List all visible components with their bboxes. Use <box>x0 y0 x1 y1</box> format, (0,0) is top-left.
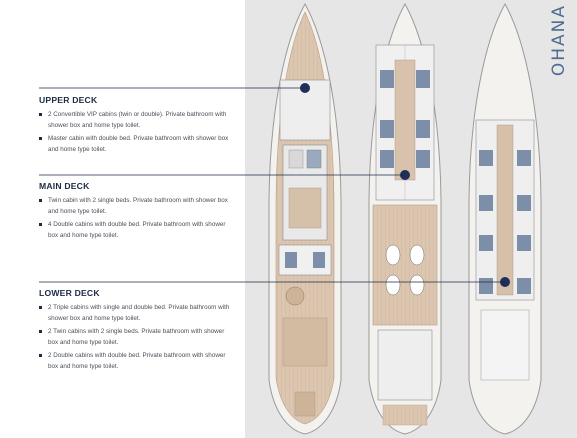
lower-deck-plan <box>468 2 542 435</box>
lower-deck-item: 2 Twin cabins with 2 single beds. Privat… <box>39 326 234 349</box>
lower-deck-heading: LOWER DECK <box>39 288 100 298</box>
upper-deck-plan <box>268 2 342 435</box>
main-deck-marker <box>400 170 410 180</box>
lower-deck-item: 2 Double cabins with double bed. Private… <box>39 350 234 373</box>
yacht-name: OHANA <box>549 4 569 77</box>
main-deck-heading: MAIN DECK <box>39 181 90 191</box>
upper-deck-marker <box>300 83 310 93</box>
text-panel: UPPER DECK 2 Convertible VIP cabins (twi… <box>0 0 245 438</box>
upper-deck-item: Master cabin with double bed. Private ba… <box>39 133 234 156</box>
main-deck-item: Twin cabin with 2 single beds. Private b… <box>39 195 229 218</box>
lower-deck-marker <box>500 277 510 287</box>
yacht-deck-plans <box>268 2 542 435</box>
main-deck-plan <box>368 2 442 435</box>
main-deck-item: 4 Double cabins with double bed. Private… <box>39 219 229 242</box>
main-deck-section: MAIN DECK Twin cabin with 2 single beds.… <box>39 181 229 243</box>
upper-deck-item: 2 Convertible VIP cabins (twin or double… <box>39 109 234 132</box>
lower-deck-item: 2 Triple cabins with single and double b… <box>39 302 234 325</box>
upper-deck-section: UPPER DECK 2 Convertible VIP cabins (twi… <box>39 95 234 157</box>
lower-deck-section: LOWER DECK 2 Triple cabins with single a… <box>39 288 234 373</box>
upper-deck-heading: UPPER DECK <box>39 95 98 105</box>
